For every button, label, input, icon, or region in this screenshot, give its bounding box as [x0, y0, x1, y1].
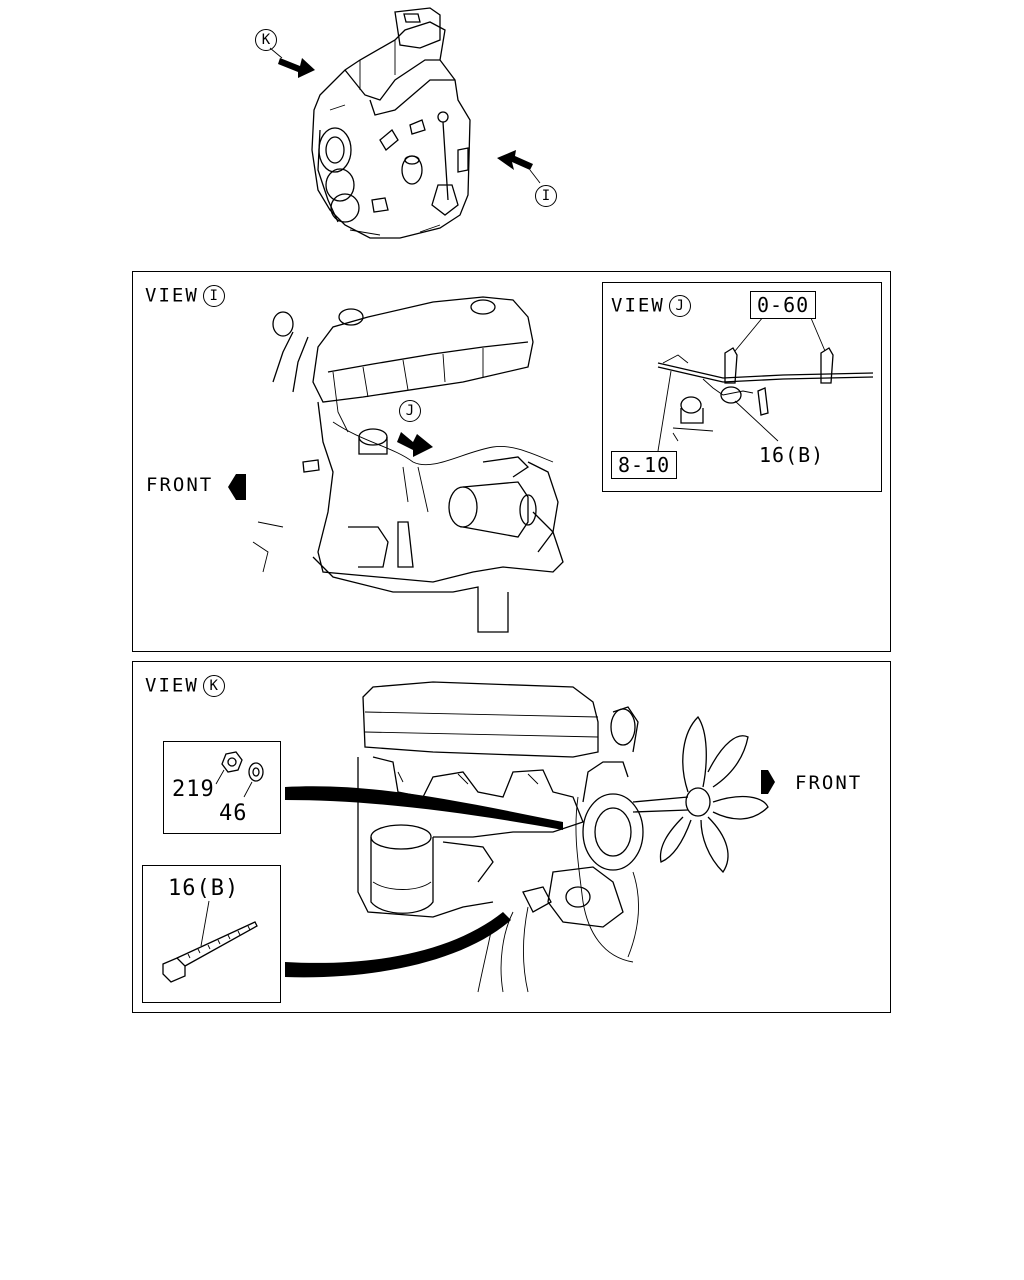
overview-engine-drawing [269, 7, 541, 239]
marker-i: I [535, 185, 557, 207]
view-k-title-prefix: VIEW [145, 674, 199, 697]
callout-8-10: 8-10 [611, 451, 678, 479]
view-j-title-letter: J [668, 295, 691, 317]
callout-16b: 16(B) [759, 443, 825, 467]
view-k-engine-drawing [285, 681, 775, 993]
marker-k: K [255, 29, 277, 51]
cable-tie-drawing [162, 900, 258, 983]
part-label-219: 219 [172, 777, 215, 802]
part-label-16b: 16(B) [168, 876, 240, 901]
view-k-front-label: FRONT [795, 772, 863, 794]
view-i-title-prefix: VIEW [145, 284, 199, 307]
view-j-drawing [657, 310, 874, 452]
view-j-title-prefix: VIEW [611, 294, 665, 317]
view-i-title-letter: I [202, 285, 225, 307]
part-label-46: 46 [219, 801, 248, 826]
view-i-marker-j: J [399, 400, 421, 422]
callout-0-60: 0-60 [750, 291, 817, 319]
view-k-title-letter: K [202, 675, 225, 697]
view-i-front-label: FRONT [146, 474, 214, 496]
nut-washer-drawing [215, 751, 264, 798]
parts-box-cable-tie: 16(B) [142, 865, 281, 1003]
view-i-engine-drawing [228, 296, 564, 633]
parts-box-nut-washer: 219 46 [163, 741, 281, 834]
